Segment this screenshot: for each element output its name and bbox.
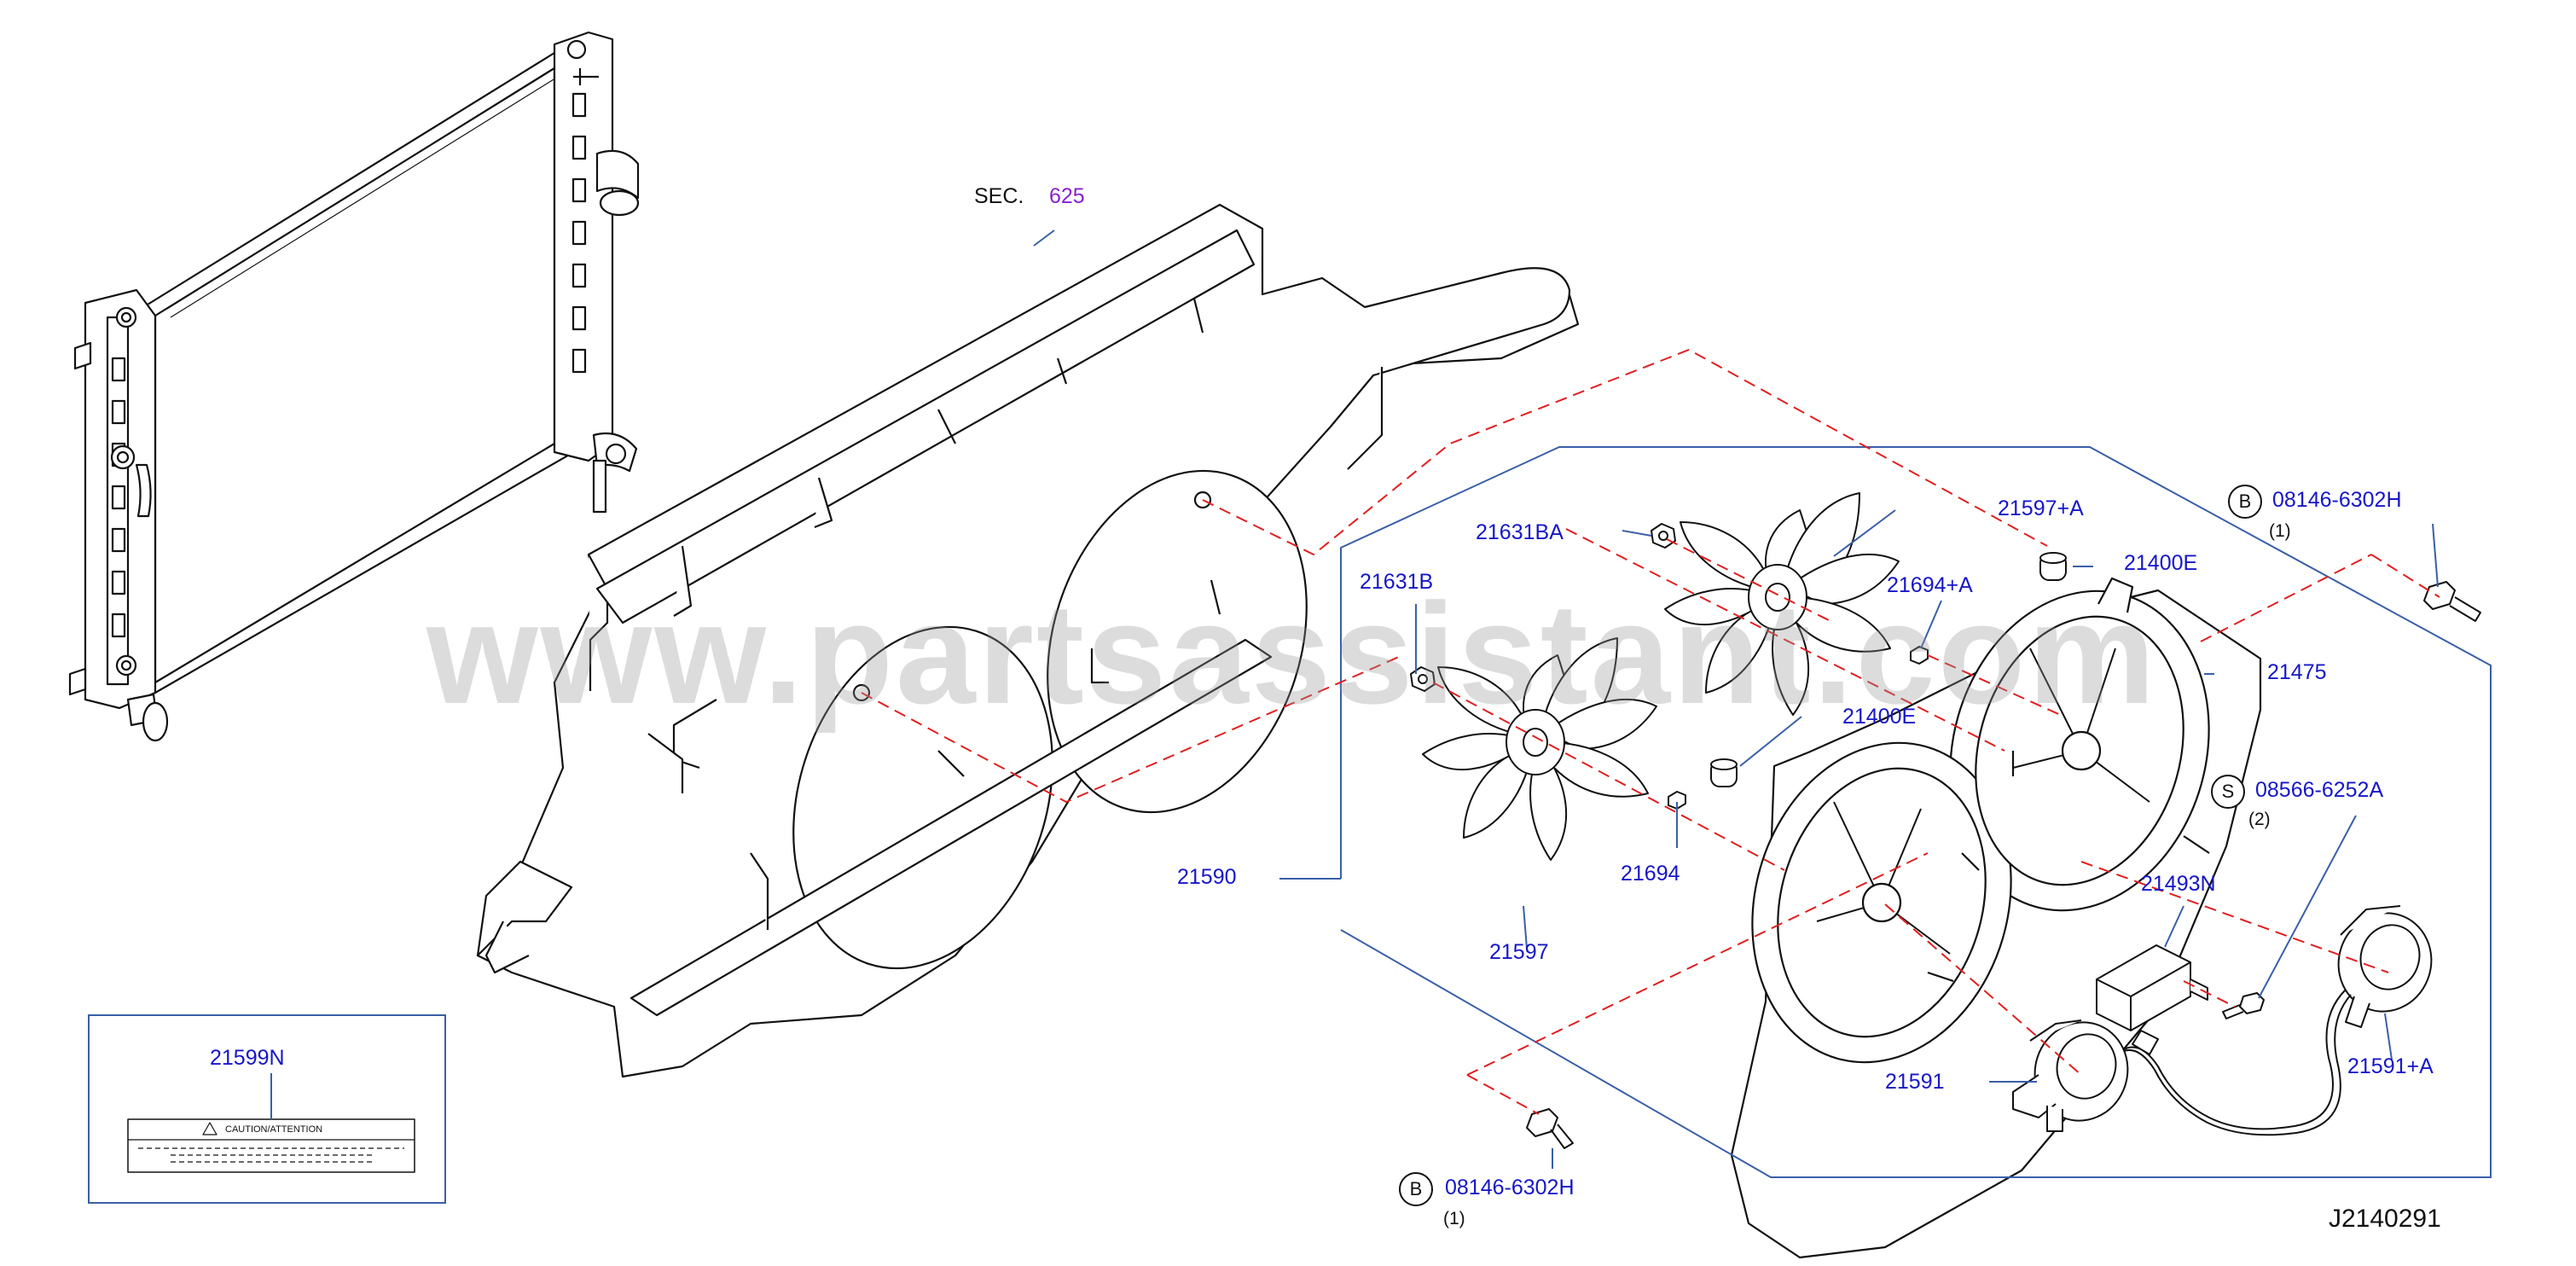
fan-blade-lower (1422, 637, 1657, 861)
assembly-21590-outline (1340, 446, 2492, 1178)
fan-blade-upper (1664, 492, 1900, 716)
part-label-21400E-top[interactable]: 21400E (2124, 551, 2198, 575)
part-label-21590[interactable]: 21590 (1177, 865, 1237, 889)
dashed-guides (861, 348, 2440, 1115)
part-label-08566[interactable]: 08566-6252A (2255, 778, 2384, 802)
part-label-21493N[interactable]: 21493N (2141, 872, 2216, 896)
resistor-21493N (2096, 944, 2208, 1031)
diagram-code: J2140291 (2329, 1205, 2441, 1233)
qty-08566: (2) (2248, 810, 2271, 829)
qty-08146-top: (1) (2269, 521, 2291, 541)
screw-21694 (1668, 791, 1686, 810)
section-number-link[interactable]: 625 (1049, 184, 1085, 208)
fan-shroud (1730, 577, 2262, 1259)
watermark-text: www.partsassistant.com (426, 573, 2158, 734)
part-label-08146-top[interactable]: 08146-6302H (2272, 488, 2402, 512)
wire-harness (2123, 989, 2347, 1130)
part-label-21694A[interactable]: 21694+A (1887, 573, 1973, 597)
part-label-08146-bottom[interactable]: 08146-6302H (1445, 1176, 1575, 1199)
caution-label-box (88, 1014, 446, 1204)
leader-lines (88, 229, 2492, 1204)
core-support-frame (476, 203, 1580, 1078)
part-label-21475[interactable]: 21475 (2267, 660, 2327, 684)
part-label-21694[interactable]: 21694 (1621, 862, 1680, 886)
motor-21591A (2337, 905, 2433, 1028)
part-label-21631B[interactable]: 21631B (1360, 570, 1434, 594)
part-label-21597A[interactable]: 21597+A (1998, 497, 2084, 520)
radiator (68, 31, 640, 742)
bolt-top (2423, 581, 2481, 622)
screw-21694A (1910, 646, 1929, 665)
small-parts (127, 523, 2481, 1173)
qty-08146-bottom: (1) (1443, 1209, 1465, 1228)
caution-sticker (127, 1118, 415, 1173)
symbol-s: S (2211, 775, 2245, 809)
part-label-21597[interactable]: 21597 (1489, 940, 1549, 964)
part-label-21591[interactable]: 21591 (1885, 1070, 1945, 1094)
motor-21591 (2012, 1019, 2129, 1132)
caution-text: CAUTION/ATTENTION (225, 1124, 323, 1135)
section-prefix: SEC. (974, 184, 1024, 208)
part-label-21599N[interactable]: 21599N (210, 1046, 285, 1070)
part-label-21591A[interactable]: 21591+A (2347, 1054, 2434, 1078)
bolt-bottom (1526, 1108, 1574, 1149)
part-label-21400E-mid[interactable]: 21400E (1842, 705, 1917, 729)
symbol-b-top: B (2228, 485, 2262, 519)
screw-08566 (2222, 992, 2265, 1019)
symbol-b-bottom: B (1399, 1172, 1433, 1206)
part-label-21631BA[interactable]: 21631BA (1476, 520, 1564, 544)
